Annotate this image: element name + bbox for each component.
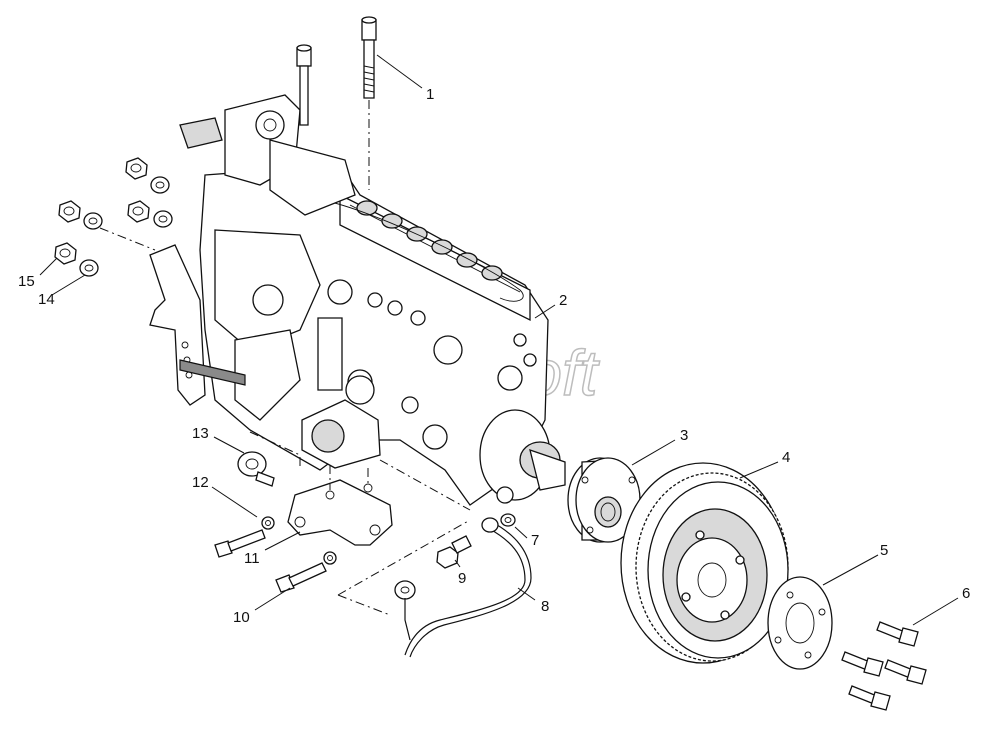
axis-line-11 (329, 465, 369, 490)
callout-15: 15 (18, 273, 35, 290)
seal-ring-7[interactable] (500, 513, 516, 527)
axis-line-nuts (99, 227, 156, 251)
bolt-10[interactable] (275, 551, 337, 593)
washer (150, 176, 170, 194)
washer-14 (79, 259, 99, 277)
side-ports (327, 279, 537, 450)
nut (125, 157, 148, 180)
callout-10: 10 (233, 609, 250, 626)
nut (127, 200, 150, 223)
callout-4: 4 (782, 449, 790, 466)
retaining-plate-5[interactable] (767, 576, 833, 670)
bolt-12[interactable] (214, 516, 275, 558)
callout-13: 13 (192, 425, 209, 442)
callout-11: 11 (244, 550, 260, 567)
callout-6: 6 (962, 585, 970, 602)
callout-1: 1 (426, 86, 434, 103)
bolt (884, 659, 927, 685)
callout-9: 9 (458, 570, 466, 587)
top-bolt-1[interactable] (361, 16, 377, 99)
callout-7: 7 (531, 532, 539, 549)
callout-3: 3 (680, 427, 688, 444)
axis-line-7 (379, 459, 471, 511)
callout-12: 12 (192, 474, 209, 491)
nuts-and-washers[interactable] (54, 157, 173, 277)
bolt (876, 621, 919, 647)
bolt (848, 685, 891, 711)
top-bolt-2 (296, 44, 312, 126)
banjo-fitting-13[interactable] (237, 451, 275, 487)
axis-line-8 (337, 519, 471, 616)
axis-line-13 (249, 431, 301, 468)
callout-2: 2 (559, 292, 567, 309)
banjo-bolt-9[interactable] (436, 535, 472, 569)
callout-labels: 1 2 3 4 5 6 7 8 9 10 11 12 13 14 15 (18, 86, 970, 626)
leader-lines (39, 54, 959, 626)
injection-pump[interactable] (149, 94, 566, 506)
bracket-11[interactable] (287, 479, 393, 546)
fuel-line-8[interactable] (394, 517, 532, 658)
bolt (841, 651, 884, 677)
nut-15 (54, 242, 77, 265)
drive-hub-3[interactable] (567, 457, 641, 543)
callout-14: 14 (38, 291, 55, 308)
nut (58, 200, 81, 223)
callout-8: 8 (541, 598, 549, 615)
drive-gear-4[interactable] (620, 462, 789, 664)
callout-5: 5 (880, 542, 888, 559)
washer (83, 212, 103, 230)
washer (153, 210, 173, 228)
bolts-6[interactable] (841, 621, 927, 711)
